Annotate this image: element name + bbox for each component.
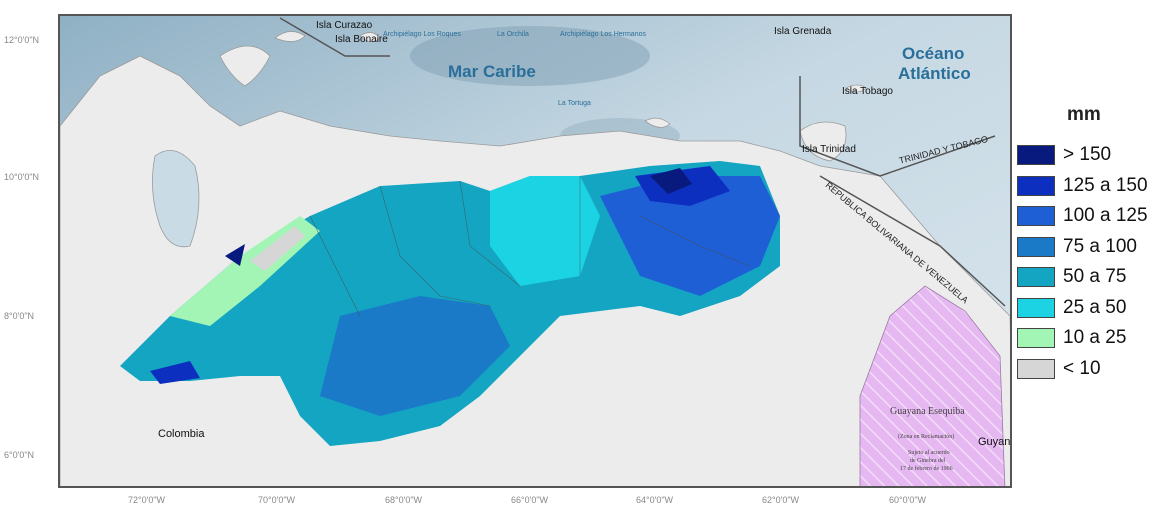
legend-label: 125 a 150	[1063, 174, 1148, 196]
longitude-label-66w: 66°0'0"W	[511, 495, 549, 505]
la-orchila-label: La Orchila	[497, 31, 529, 38]
legend-label: > 150	[1063, 144, 1112, 166]
island-trinidad	[799, 121, 847, 162]
legend-items: > 150 125 a 150 100 a 125 75 a 100 50 a 75 25…	[1017, 140, 1165, 384]
paraguana-peninsula	[219, 45, 271, 87]
island-curazao	[274, 31, 306, 42]
latitude-label-12n: 12°0'0"N	[4, 35, 40, 45]
los-hermanos-label: Archipiélago Los Hermanos	[560, 31, 646, 38]
guyana-label: Guyana	[978, 436, 1011, 448]
zone-less-10	[250, 226, 305, 271]
legend-swatch	[1017, 236, 1055, 257]
zona-reclamacion-label: (Zona en Reclamación)	[898, 434, 955, 440]
legend-swatch	[1017, 267, 1055, 288]
legend-item: 50 a 75	[1017, 262, 1165, 293]
longitude-label-60w: 60°0'0"W	[889, 495, 927, 505]
la-tortuga-label: La Tortuga	[558, 100, 591, 107]
legend-label: 100 a 125	[1063, 205, 1148, 227]
precipitation-contours	[120, 161, 780, 446]
legend-swatch	[1017, 206, 1055, 227]
legend-label: 75 a 100	[1063, 235, 1137, 257]
island-tobago	[845, 84, 867, 93]
zone-125-150	[150, 361, 200, 384]
legend-item: 75 a 100	[1017, 232, 1165, 263]
isla-trinidad-label: Isla Trinidad	[802, 144, 856, 155]
legend-swatch	[1017, 328, 1055, 349]
legend-label: 25 a 50	[1063, 296, 1127, 318]
island-margarita	[644, 117, 671, 128]
oceano-label-line1: Océano	[902, 44, 965, 63]
latitude-label-10n: 10°0'0"N	[4, 172, 40, 182]
maritime-boundary-line	[799, 76, 996, 177]
longitude-label-72w: 72°0'0"W	[128, 495, 166, 505]
zone-greater-150	[225, 244, 245, 266]
latitude-label-6n: 6°0'0"N	[4, 450, 35, 460]
legend-item: > 150	[1017, 140, 1165, 171]
legend-item: 10 a 25	[1017, 323, 1165, 354]
legend-title: mm	[1067, 104, 1101, 125]
legend-item: 125 a 150	[1017, 171, 1165, 202]
legend-label: 10 a 25	[1063, 327, 1127, 349]
longitude-label-68w: 68°0'0"W	[385, 495, 423, 505]
legend: mm > 150 125 a 150 100 a 125 75 a 100 50 a 7…	[1017, 104, 1165, 384]
legend-swatch	[1017, 175, 1055, 196]
legend-label: < 10	[1063, 357, 1101, 379]
lake-maracaibo	[152, 149, 200, 248]
isla-tobago-label: Isla Tobago	[842, 86, 893, 97]
legend-label: 50 a 75	[1063, 266, 1127, 288]
mar-caribe-label: Mar Caribe	[448, 62, 536, 81]
los-roques-label: Archipiélago Los Roques	[383, 31, 461, 38]
legend-swatch	[1017, 145, 1055, 166]
isla-grenada-label: Isla Grenada	[774, 26, 832, 37]
isla-curazao-label: Isla Curazao	[316, 20, 373, 31]
maritime-boundary-line	[279, 17, 390, 57]
maritime-boundary-line	[819, 175, 1006, 307]
sea-depth-shading	[410, 26, 650, 86]
isla-bonaire-label: Isla Bonaire	[335, 34, 388, 45]
colombia-label: Colombia	[158, 428, 205, 440]
island-bonaire	[359, 32, 381, 42]
sujeto-acuerdo-line2: de Ginebra del	[910, 458, 946, 464]
longitude-label-64w: 64°0'0"W	[636, 495, 674, 505]
zone-greater-150	[650, 168, 692, 194]
map-canvas	[60, 16, 1010, 486]
guayana-esequiba-zone	[859, 285, 1006, 486]
legend-item: 100 a 125	[1017, 201, 1165, 232]
latitude-label-8n: 8°0'0"N	[4, 311, 35, 321]
zone-75-100	[320, 296, 510, 416]
zone-100-125	[600, 176, 780, 296]
state-boundaries	[309, 176, 751, 317]
legend-swatch	[1017, 297, 1055, 318]
legend-swatch	[1017, 358, 1055, 379]
oceano-label-line2: Atlántico	[898, 64, 971, 83]
legend-item: 25 a 50	[1017, 293, 1165, 324]
precipitation-map: Mar Caribe Océano Atlántico Isla Curazao…	[58, 14, 1012, 488]
longitude-label-62w: 62°0'0"W	[762, 495, 800, 505]
sujeto-acuerdo-line1: Sujeto al acuerdo	[908, 450, 950, 456]
longitude-label-70w: 70°0'0"W	[258, 495, 296, 505]
sujeto-acuerdo-line3: 17 de febrero de 1966	[900, 466, 953, 472]
guayana-esequiba-label: Guayana Esequiba	[890, 406, 965, 417]
zone-25-50	[490, 176, 600, 286]
legend-item: < 10	[1017, 354, 1165, 385]
